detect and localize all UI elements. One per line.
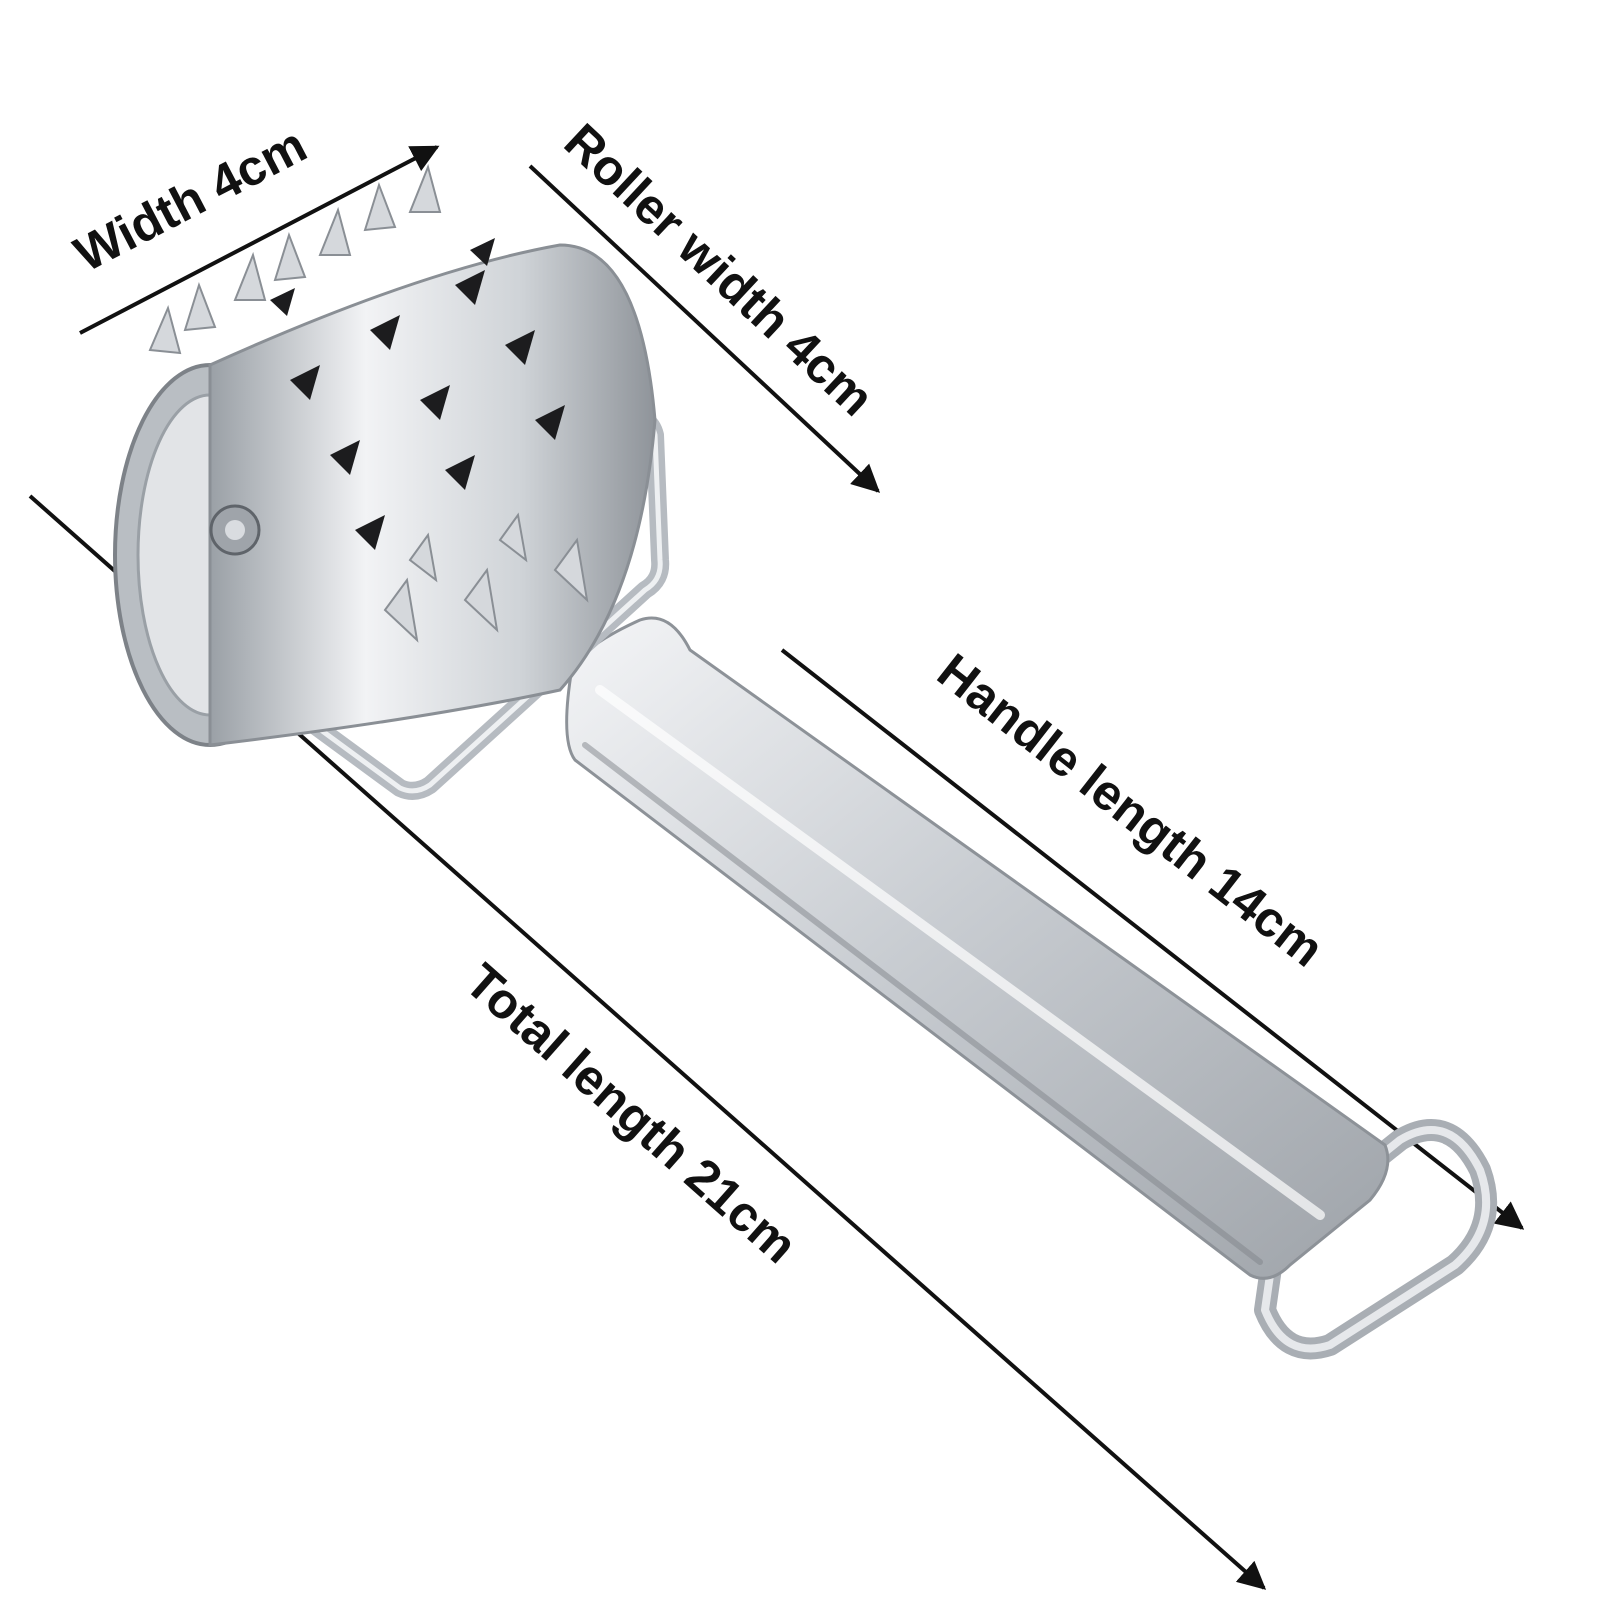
handle-hanging-loop [1254, 1119, 1498, 1360]
spiked-roller [113, 163, 657, 747]
roller-width-dimension-arrow [528, 164, 881, 493]
width-dimension-arrow [79, 145, 440, 335]
handle-bar [565, 616, 1390, 1280]
